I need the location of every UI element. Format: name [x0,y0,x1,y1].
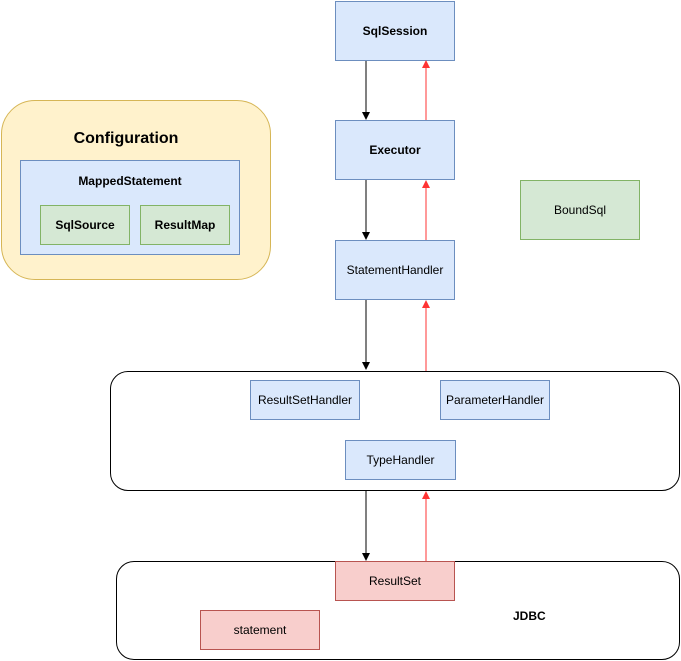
statement-handler-box: StatementHandler [335,240,455,300]
call-arrows [362,61,370,561]
parameter-handler-box: ParameterHandler [440,380,550,420]
configuration-title: Configuration [73,130,179,147]
return-arrows [422,60,430,561]
statement-box: statement [200,610,320,650]
arrowhead-statement-handler-to-handlers [362,362,370,370]
bound-sql-box: BoundSql [520,180,640,240]
arrowhead-result-set-to-type-handler [422,491,430,499]
jdbc-label: JDBC [513,609,546,623]
type-handler-box: TypeHandler [345,440,456,480]
arrowhead-executor-to-statement-handler [362,232,370,240]
executor-box: Executor [335,120,455,180]
arrowhead-handlers-to-statement-handler [422,300,430,308]
sql-session-box: SqlSession [335,1,455,61]
mapped-statement-title: MappedStatement [78,174,182,188]
result-set-box: ResultSet [335,561,455,601]
arrowhead-session-to-executor [362,112,370,120]
result-map-box: ResultMap [140,205,230,245]
arrowhead-executor-to-session [422,60,430,68]
arrowhead-statement-handler-to-executor [422,180,430,188]
result-set-handler-box: ResultSetHandler [250,380,360,420]
arrowhead-handlers-to-result-set [362,553,370,561]
sql-source-box: SqlSource [40,205,130,245]
